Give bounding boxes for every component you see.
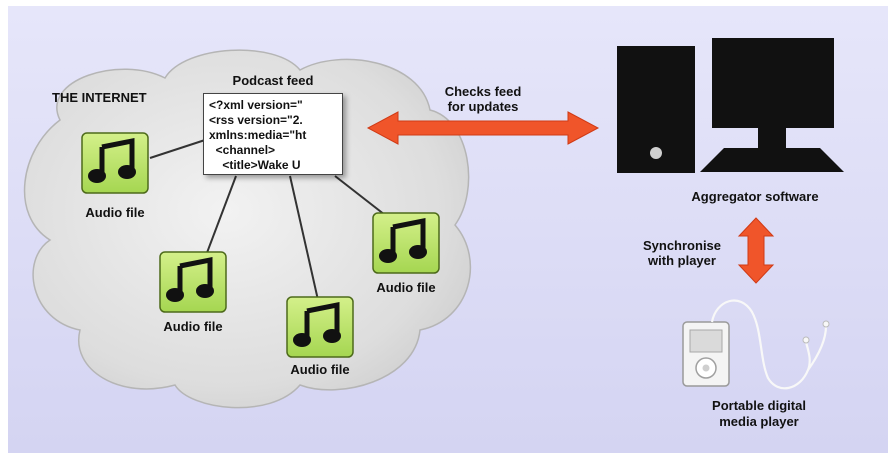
computer-tower-icon	[617, 46, 695, 173]
earphones-icon	[710, 299, 830, 390]
checks-feed-label-line: Checks feed	[444, 84, 522, 99]
music-note-icon	[372, 212, 440, 274]
music-note-icon	[81, 132, 149, 194]
aggregator-label: Aggregator software	[691, 189, 819, 204]
sync-arrow	[737, 217, 775, 284]
media-player-icon	[682, 321, 730, 387]
feed-code-line: <?xml version="	[209, 98, 303, 112]
music-note-icon	[286, 296, 354, 358]
checks-feed-label-line: for updates	[447, 99, 519, 114]
player-label-line: Portable digital	[712, 398, 806, 413]
audio-file-label: Audio file	[376, 280, 436, 295]
feed-code-line: <channel>	[209, 143, 276, 157]
feed-connectors	[149, 139, 386, 301]
sync-label: Synchronise with player	[632, 238, 732, 268]
audio-file-label: Audio file	[163, 319, 223, 334]
player-label-line: media player	[719, 414, 799, 429]
audio-file-label: Audio file	[290, 362, 350, 377]
music-note-icon	[159, 251, 227, 313]
internet-label: THE INTERNET	[52, 90, 147, 105]
feed-code-line: xmlns:media="ht	[209, 128, 307, 142]
checks-feed-label: Checks feed for updates	[418, 84, 548, 114]
checks-feed-arrow	[366, 111, 600, 145]
player-label: Portable digital media player	[684, 398, 834, 430]
feed-code-line: <rss version="2.	[209, 113, 303, 127]
audio-file-label: Audio file	[85, 205, 145, 220]
monitor-icon	[700, 38, 844, 172]
feed-code-box: <?xml version=" <rss version="2. xmlns:m…	[203, 93, 343, 175]
sync-label-line: with player	[648, 253, 716, 268]
sync-label-line: Synchronise	[642, 238, 722, 253]
feed-title: Podcast feed	[232, 73, 314, 88]
feed-code-line: <title>Wake U	[209, 158, 301, 172]
